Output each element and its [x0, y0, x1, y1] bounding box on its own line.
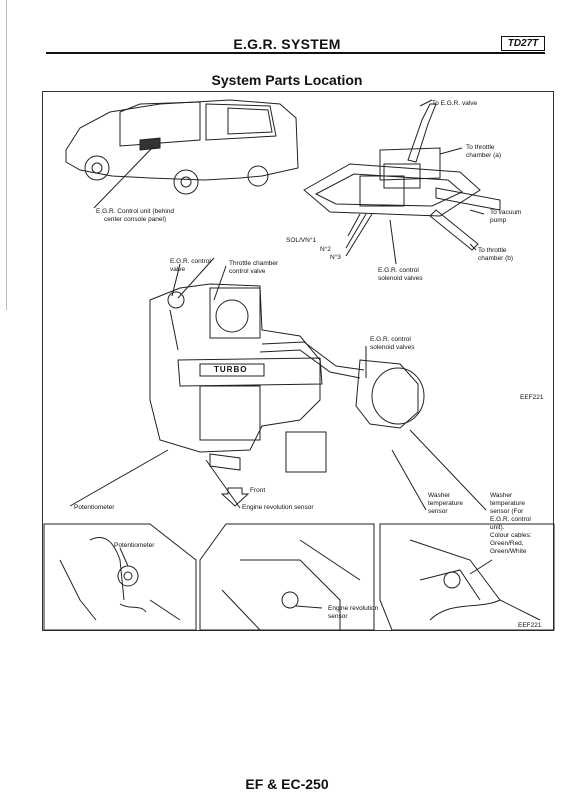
label-to-egr-valve: To E.G.R. valve [432, 100, 478, 107]
inset-label-engine-rev-line2: sensor [328, 613, 348, 620]
label-washer-temp-full-line3: sensor (For [490, 508, 524, 515]
label-to-throttle-a-line1: To throttle [466, 144, 495, 151]
label-sol-vn1: SOL/VN°1 [286, 237, 317, 244]
front-arrow [220, 487, 250, 507]
label-egr-solenoid-mid-line1: E.G.R. control [370, 336, 411, 343]
label-to-throttle-b-line2: chamber (b) [478, 255, 514, 262]
label-washer-temp-full-line8: Green/White [490, 548, 527, 555]
vehicle-drawing [65, 99, 299, 209]
label-egr-solenoid-mid-line2: solenoid valves [370, 344, 415, 351]
label-washer-temp-full-line4: E.G.R. control [490, 516, 531, 523]
label-washer-temp-full-line7: Green/Red, [490, 540, 524, 547]
inset-label-engine-rev-line1: Engine revolution [328, 605, 379, 612]
label-to-vacuum-line1: To vacuum [490, 209, 522, 216]
label-washer-temp-full-line5: unit). [490, 524, 505, 531]
label-no2: N°2 [320, 246, 331, 253]
solenoid-valve-assembly [303, 99, 501, 265]
label-throttle-chamber-control-line1: Throttle chamber [229, 260, 279, 267]
inset-potentiometer-drawing [43, 523, 197, 631]
label-washer-temp-full-line1: Washer [490, 492, 513, 499]
label-engine-revolution-sensor: Engine revolution sensor [242, 504, 314, 511]
label-to-throttle-b-line1: To throttle [478, 247, 507, 254]
label-throttle-chamber-control-line2: control valve [229, 268, 266, 275]
page-header-title: E.G.R. SYSTEM [233, 36, 341, 52]
figure-code-top: EEF221 [520, 394, 544, 401]
engine-drawing [69, 257, 487, 511]
inset-label-potentiometer: Potentiometer [114, 542, 155, 549]
label-to-vacuum-line2: pump [490, 217, 507, 224]
turbo-lettering: TURBO [214, 365, 248, 374]
label-front: Front [250, 487, 266, 494]
inset-washer-sensor-drawing [379, 523, 555, 631]
page-margin-line [6, 0, 7, 310]
page-footer: EF & EC-250 [245, 776, 329, 792]
label-egr-control-unit-line1: E.G.R. Control unit (behind [96, 208, 175, 215]
header-rule [46, 52, 545, 54]
label-washer-temp-short-line3: sensor [428, 508, 448, 515]
label-washer-temp-short-line1: Washer [428, 492, 451, 499]
label-potentiometer: Potentiometer [74, 504, 115, 511]
label-washer-temp-short-line2: temperature [428, 500, 464, 507]
section-title: System Parts Location [211, 72, 363, 88]
label-egr-control-valve-line1: E.G.R. control [170, 258, 211, 265]
engine-code-badge: TD27T [501, 36, 545, 51]
label-egr-solenoid-top-line2: solenoid valves [378, 275, 423, 282]
label-washer-temp-full-line6: Colour cables: [490, 532, 532, 539]
label-to-throttle-a-line2: chamber (a) [466, 152, 502, 159]
label-egr-solenoid-top-line1: E.G.R. control [378, 267, 419, 274]
inset-engine-sensor-drawing [199, 523, 375, 631]
label-egr-control-unit-line2: center console panel) [104, 216, 167, 223]
label-no3: N°3 [330, 254, 341, 261]
label-washer-temp-full-line2: temperature [490, 500, 526, 507]
label-egr-control-valve-line2: valve [170, 266, 186, 273]
figure-code-bottom: EEF221 [518, 622, 542, 629]
